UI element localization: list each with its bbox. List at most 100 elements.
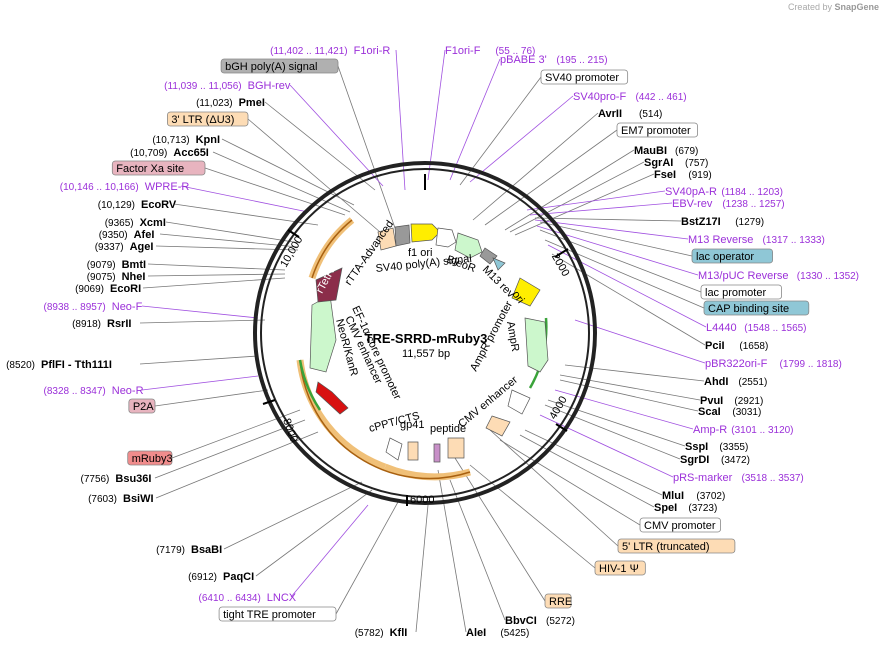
feature-box-bg: [617, 538, 736, 554]
feature-box-right-26: RRE: [544, 593, 572, 609]
site-name: NheI: [122, 271, 146, 283]
leader-line: [147, 263, 286, 271]
feature-box-top-2: SV40 promoter: [540, 69, 629, 85]
leader-line: [529, 202, 673, 216]
site-name: BbvCI: [505, 615, 537, 627]
leader-line: [180, 185, 309, 213]
watermark-brand: SnapGene: [834, 2, 879, 12]
leader-line: [484, 129, 618, 226]
site-name: pRS-marker: [673, 472, 733, 484]
leader-line: [449, 479, 506, 621]
feature-box-right-10: CAP binding site: [703, 300, 810, 316]
site-name: PflFI - Tth111I: [41, 359, 112, 371]
leader-line: [147, 273, 286, 277]
feature-box-right-24: 5' LTR (truncated): [617, 538, 736, 554]
site-name: SspI: [685, 441, 708, 453]
enzyme-label-left-17: (8918)RsrII: [72, 318, 131, 330]
primer-label-left-0: (11,402 .. 11,421)F1ori-R: [270, 45, 390, 57]
primer-label-right-6: M13 Reverse (1317 .. 1333): [688, 234, 825, 246]
site-coord: (1317 .. 1333): [763, 235, 825, 246]
leader-line: [141, 305, 259, 319]
site-name: Neo-F: [112, 301, 143, 313]
leader-line: [154, 419, 306, 479]
sv40-block: [435, 227, 457, 248]
site-name: AleI: [466, 627, 486, 639]
feature-box-text: P2A: [133, 401, 154, 413]
leader-line: [499, 439, 641, 526]
feature-box-text: RRE: [549, 596, 572, 608]
primer-label-right-20: pRS-marker(3518 .. 3537): [673, 472, 804, 484]
site-name: M13/pUC Reverse: [698, 270, 788, 282]
ltr5-block: [485, 415, 511, 437]
primer-label-right-11: L4440(1548 .. 1565): [706, 322, 807, 334]
primer-label-top-3: SV40pro-F(442 .. 461): [573, 91, 687, 103]
primer-label-left-16: (8938 .. 8957)Neo-F: [43, 301, 142, 313]
leader-line: [554, 389, 694, 430]
enzyme-label-left-24: (7179)BsaBI: [156, 544, 222, 556]
bgh-block: [394, 224, 411, 247]
site-coord: (679): [675, 146, 698, 157]
leader-line: [509, 161, 645, 233]
feature-box-text: mRuby3: [132, 453, 173, 465]
leader-lines: [139, 49, 707, 633]
site-coord: (7603): [88, 494, 117, 505]
scale-ticks: 2000 4000 6000 8000 10,000: [262, 229, 572, 506]
primer-label-left-2: (11,039 .. 11,056)BGH-rev: [164, 80, 291, 92]
site-name: BsaBI: [191, 544, 222, 556]
leader-line: [173, 203, 319, 226]
feature-box-bg: [127, 450, 173, 466]
site-coord: (3702): [696, 491, 725, 502]
leader-line: [204, 167, 346, 216]
feature-box-bg: [594, 560, 646, 576]
leader-line: [564, 364, 705, 382]
enzyme-label-right-14: AhdI(2551): [704, 376, 767, 388]
leader-line: [159, 233, 299, 248]
leader-line: [247, 118, 381, 233]
enzyme-label-left-12: (9337)AgeI: [95, 241, 154, 253]
tick-label-6000: 6000: [410, 494, 434, 506]
enzyme-label-left-9: (10,129)EcoRV: [98, 199, 177, 211]
feature-box-text: Factor Xa site: [116, 163, 184, 175]
feature-box-bg: [220, 58, 339, 74]
leader-line: [454, 457, 546, 602]
site-name: KpnI: [196, 134, 220, 146]
feature-box-text: CAP binding site: [708, 303, 789, 315]
site-name: MluI: [662, 490, 684, 502]
feature-box-bg: [639, 517, 721, 533]
feature-box-text: 3' LTR (ΔU3): [171, 114, 234, 126]
site-coord: (757): [685, 158, 708, 169]
site-coord: (10,713): [152, 135, 189, 146]
leader-line: [139, 355, 259, 365]
leader-line: [539, 221, 693, 257]
primer-label-top-0: F1ori-F(55 .. 76): [445, 45, 535, 57]
site-name: SV40pA-R: [665, 186, 717, 198]
enzyme-label-right-12: PciI(1658): [705, 340, 768, 352]
site-name: AvrII: [598, 108, 622, 120]
site-name: LNCX: [267, 592, 297, 604]
site-name: RsrII: [107, 318, 131, 330]
feature-box-bg: [616, 122, 698, 138]
site-coord: (2551): [738, 377, 767, 388]
site-coord: (1279): [735, 217, 764, 228]
site-name: M13 Reverse: [688, 234, 753, 246]
enzyme-label-left-28: (5782)KflI: [355, 627, 408, 639]
feature-ampr: AmpR: [504, 320, 521, 352]
ampr-block: [524, 317, 549, 373]
site-coord: (11,023): [196, 98, 233, 109]
primer-label-left-19: (8328 .. 8347)Neo-R: [43, 385, 143, 397]
leader-line: [155, 431, 319, 499]
enzyme-label-left-18: (8520)PflFI - Tth111I: [6, 359, 112, 371]
feature-box-bg: [111, 160, 206, 176]
feature-box-text: SV40 promoter: [545, 72, 619, 84]
leader-line: [526, 190, 666, 211]
site-coord: (2921): [734, 396, 763, 407]
leader-line: [255, 489, 373, 577]
feature-box-left-21: mRuby3: [127, 450, 173, 466]
site-coord: (5782): [355, 628, 384, 639]
site-name: AfeI: [134, 229, 155, 241]
site-name: pBR322ori-F: [705, 358, 768, 370]
site-coord: (3101 .. 3120): [731, 425, 793, 436]
site-name: MauBI: [634, 145, 667, 157]
site-coord: (6410 .. 6434): [199, 593, 261, 604]
site-name: WPRE-R: [145, 181, 190, 193]
